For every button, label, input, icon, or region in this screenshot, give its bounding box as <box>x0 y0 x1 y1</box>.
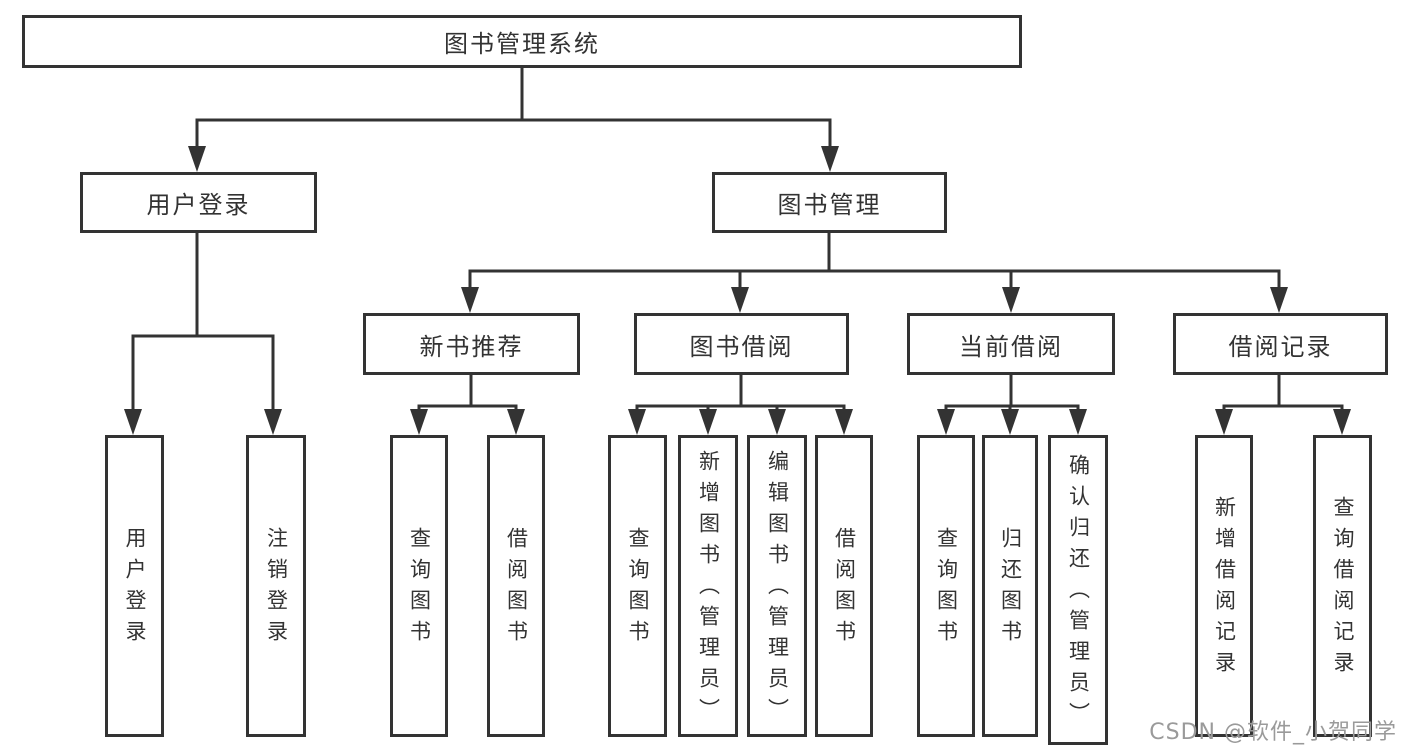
leaf-logout: 注销登录 <box>246 435 306 737</box>
node-user-login: 用户登录 <box>80 172 317 233</box>
leaf-confirm-return-admin: 确认归还（管理员） <box>1048 435 1108 745</box>
node-book-borrowing: 图书借阅 <box>634 313 849 375</box>
node-borrowing-records: 借阅记录 <box>1173 313 1388 375</box>
leaf-add-book-admin: 新增图书（管理员） <box>678 435 738 737</box>
arrowheads <box>124 146 1351 435</box>
leaf-borrow-books-recommend: 借阅图书 <box>487 435 545 737</box>
leaf-user-login: 用户登录 <box>105 435 164 737</box>
node-book-management: 图书管理 <box>712 172 947 233</box>
node-library-management-system: 图书管理系统 <box>22 15 1022 68</box>
leaf-return-book: 归还图书 <box>982 435 1038 737</box>
leaf-query-books-recommend: 查询图书 <box>390 435 448 737</box>
leaf-query-borrow-record: 查询借阅记录 <box>1313 435 1372 737</box>
leaf-add-borrow-record: 新增借阅记录 <box>1195 435 1253 737</box>
leaf-borrow-books-borrowing: 借阅图书 <box>815 435 873 737</box>
node-new-book-recommend: 新书推荐 <box>363 313 580 375</box>
csdn-watermark: CSDN @软件_小贺同学 <box>1149 720 1397 745</box>
leaf-edit-book-admin: 编辑图书（管理员） <box>747 435 807 737</box>
leaf-query-books-current: 查询图书 <box>917 435 975 737</box>
leaf-query-books-borrowing: 查询图书 <box>608 435 667 737</box>
node-current-borrowing: 当前借阅 <box>907 313 1115 375</box>
